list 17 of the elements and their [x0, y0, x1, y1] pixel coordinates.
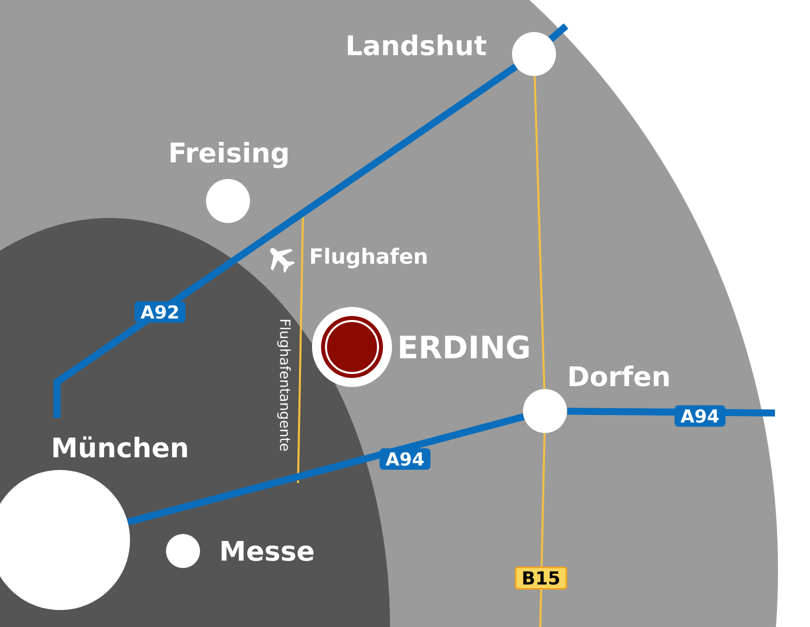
city-label: Landshut — [348, 34, 486, 56]
road-shield: B15 — [514, 566, 568, 590]
road-shield: A94 — [674, 405, 726, 427]
place-label: Flughafen — [311, 248, 427, 268]
road — [534, 76, 546, 389]
city-label: Dorfen — [570, 366, 669, 386]
road-label: Flughafentangente — [277, 320, 291, 451]
road — [54, 64, 518, 418]
road — [126, 413, 524, 526]
road-shield: A92 — [134, 301, 186, 323]
road — [548, 23, 568, 42]
city-label: München — [53, 436, 187, 458]
road-shield: A94 — [380, 448, 430, 470]
city-label: ERDING — [400, 335, 529, 359]
city-label: Freising — [170, 142, 288, 168]
road — [539, 433, 546, 627]
city-label: Messe — [222, 540, 314, 562]
